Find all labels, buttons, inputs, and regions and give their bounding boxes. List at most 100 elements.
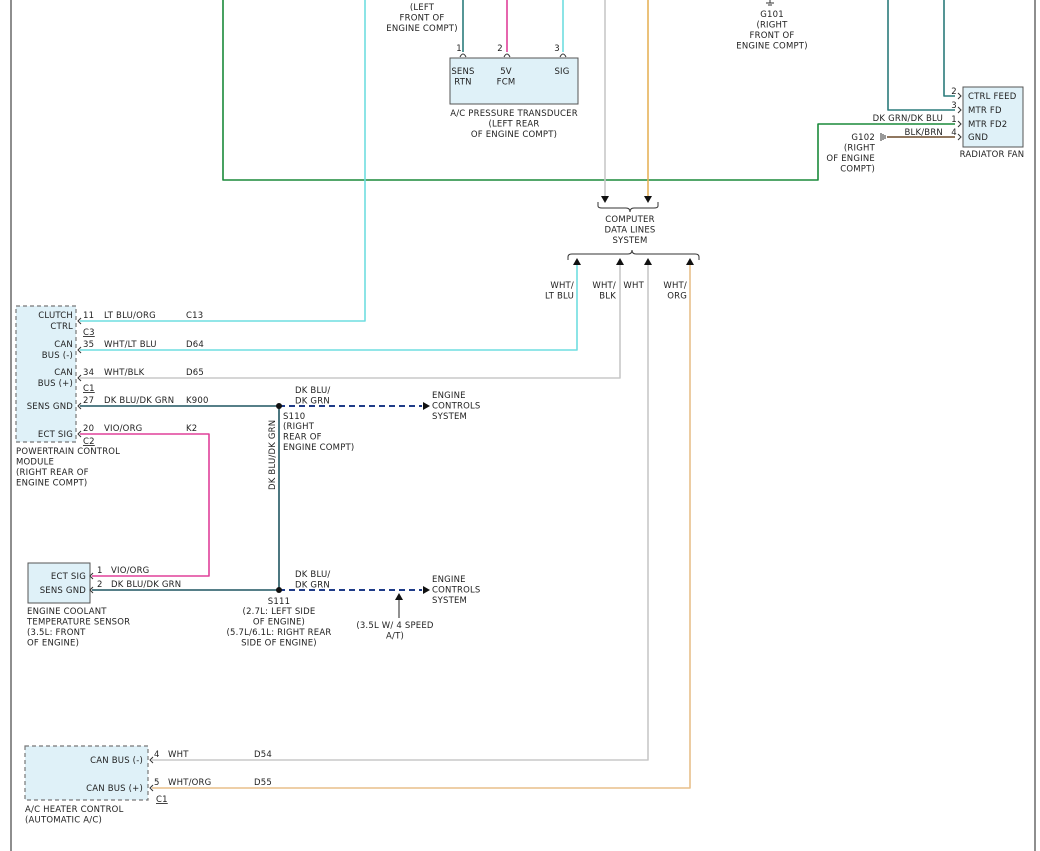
s111-location-line-2: (5.7L/6.1L: RIGHT REAR — [227, 628, 332, 638]
pcm-wire-0: LT BLU/ORG — [104, 311, 156, 321]
s111-location-line-3: SIDE OF ENGINE) — [241, 639, 317, 649]
ac-heater-connector-c1: C1 — [156, 795, 168, 805]
radiator-fan-pin-2: 2 — [951, 87, 957, 97]
s110-engine-controls-dest-line-2: SYSTEM — [432, 412, 467, 422]
s110-branch-wire-line-1: DK GRN — [295, 397, 330, 407]
ect-wire-0: VIO/ORG — [111, 566, 149, 576]
pcm-caption-line-1: MODULE — [16, 458, 54, 468]
ect-pin-2: 2 — [97, 580, 103, 590]
pcm-pin-11: 11 — [83, 311, 94, 321]
pcm-circuit-K900: K900 — [186, 396, 209, 406]
g102-caption-line-1: (RIGHT — [844, 144, 876, 154]
ac-heater-pin-5: 5 — [154, 778, 160, 788]
s111-location-line-0: (2.7L: LEFT SIDE — [243, 607, 316, 617]
data-line-arrow-org — [644, 196, 652, 203]
wire-green-loop — [222, 0, 955, 181]
pcm-caption-line-2: (RIGHT REAR OF — [16, 468, 89, 478]
ac-transducer-pin-hook-3 — [559, 53, 567, 58]
g101-caption-line-3: ENGINE COMPT) — [736, 42, 807, 52]
pcm-circuit-D64: D64 — [186, 340, 204, 350]
ac-heater-circuit-D55: D55 — [254, 778, 272, 788]
s110-engine-controls-dest-line-1: CONTROLS — [432, 402, 481, 412]
wire-vio-org — [80, 433, 210, 577]
s110-engine-controls-dest-line-0: ENGINE — [432, 391, 466, 401]
pcm-circuit-K2: K2 — [186, 424, 197, 434]
ac-transducer-label-sens-rtn-line-1: RTN — [454, 78, 471, 88]
s110-location-line-2: ENGINE COMPT) — [283, 443, 354, 453]
s110-id: S110 — [283, 412, 305, 422]
radiator-fan-pin-1: 1 — [951, 115, 957, 125]
left-ground-caption-line-2: ENGINE COMPT) — [386, 24, 457, 34]
s111-engine-controls-arrow — [423, 586, 430, 594]
pcm-pin-chevron-0 — [77, 317, 82, 325]
data-line-arrow-wht-blk — [616, 258, 624, 265]
s110-location-line-1: REAR OF — [283, 433, 322, 443]
ac-heater-wire-1: WHT/ORG — [168, 778, 211, 788]
pcm-row-label-2-a: CAN — [54, 368, 73, 378]
radiator-fan-label-2: MTR FD2 — [968, 120, 1007, 130]
radiator-fan-pin-chevron-1 — [957, 106, 962, 114]
ac-heater-row-label-1: CAN BUS (+) — [86, 784, 143, 794]
computer-data-lines-label-line-2: SYSTEM — [612, 236, 647, 246]
pcm-pin-20: 20 — [83, 424, 94, 434]
radiator-fan-pin-3: 3 — [951, 101, 957, 111]
data-line-arrow-wht — [601, 196, 609, 203]
ac-transducer-pin-2: 2 — [497, 44, 503, 54]
radiator-fan-pin-chevron-2 — [957, 120, 962, 128]
ac-heater-pin-chevron-0 — [149, 756, 154, 764]
note-arrow — [395, 593, 403, 600]
ac-transducer-caption-line-2: OF ENGINE COMPT) — [471, 130, 557, 140]
g101-caption-line-0: G101 — [760, 10, 784, 20]
ac-transducer-caption-line-1: (LEFT REAR — [488, 120, 539, 130]
pcm-row-label-1-a: CAN — [54, 340, 73, 350]
pcm-row-label-3: SENS GND — [27, 402, 74, 412]
ac-heater-wire-0: WHT — [168, 750, 189, 760]
pcm-wire-3: DK BLU/DK GRN — [104, 396, 174, 406]
ac-transducer-label-sens-rtn-line-0: SENS — [451, 67, 474, 77]
data-lines-top-brace — [597, 202, 659, 213]
s110-location-line-0: (RIGHT — [283, 422, 315, 432]
ect-wire-1: DK BLU/DK GRN — [111, 580, 181, 590]
left-ground-caption-line-1: FRONT OF — [400, 14, 445, 24]
radiator-fan-wire-blk-brn: BLK/BRN — [904, 128, 943, 138]
pcm-caption-line-0: POWERTRAIN CONTROL — [16, 447, 120, 457]
pcm-row-label-1-b: BUS (-) — [42, 351, 73, 361]
left-ground-caption-line-0: (LEFT — [410, 3, 435, 13]
data-line-arrow-wht-lt-blu — [573, 258, 581, 265]
pcm-pin-chevron-2 — [77, 374, 82, 382]
s110-vertical-wire-label: DK BLU/DK GRN — [268, 420, 278, 490]
ac-transducer-label-5v-fcm-line-1: FCM — [497, 78, 516, 88]
pcm-connector-c1: C1 — [83, 384, 95, 394]
wire-fan-mtr-fd — [887, 0, 955, 111]
s111-branch-wire-line-0: DK BLU/ — [295, 570, 330, 580]
ect-caption-line-0: ENGINE COOLANT — [27, 607, 107, 617]
s110-branch-wire-line-0: DK BLU/ — [295, 386, 330, 396]
ect-row-label-0: ECT SIG — [51, 572, 86, 582]
ect-pin-1: 1 — [97, 566, 103, 576]
pcm-wire-2: WHT/BLK — [104, 368, 145, 378]
pcm-pin-chevron-1 — [77, 346, 82, 354]
computer-data-input-0-line-0: WHT/ — [550, 281, 574, 291]
s111-branch-wire-line-1: DK GRN — [295, 581, 330, 591]
ac-heater-row-label-0: CAN BUS (-) — [90, 756, 143, 766]
pcm-wire-4: VIO/ORG — [104, 424, 142, 434]
pcm-row-label-0-a: CLUTCH — [38, 311, 73, 321]
data-line-arrow-wht — [644, 258, 652, 265]
wire-wht-lt-blu — [80, 265, 578, 351]
radiator-fan-pin-4: 4 — [951, 128, 957, 138]
computer-data-input-3-line-1: ORG — [667, 292, 687, 302]
radiator-fan-label-0: CTRL FEED — [968, 92, 1017, 102]
ect-caption-line-2: (3.5L: FRONT — [27, 628, 86, 638]
pcm-connector-c3: C3 — [83, 328, 95, 338]
ect-caption-line-1: TEMPERATURE SENSOR — [26, 618, 130, 628]
ect-sensor-box — [27, 562, 91, 604]
wire-wht-org-heater — [152, 265, 691, 789]
pcm-connector-c2: C2 — [83, 437, 95, 447]
g101-caption-line-2: FRONT OF — [750, 31, 795, 41]
components — [15, 0, 1024, 801]
pcm-row-label-0-b: CTRL — [50, 322, 73, 332]
radiator-fan-pin-chevron-0 — [957, 92, 962, 100]
ect-pin-chevron-1 — [89, 586, 94, 594]
